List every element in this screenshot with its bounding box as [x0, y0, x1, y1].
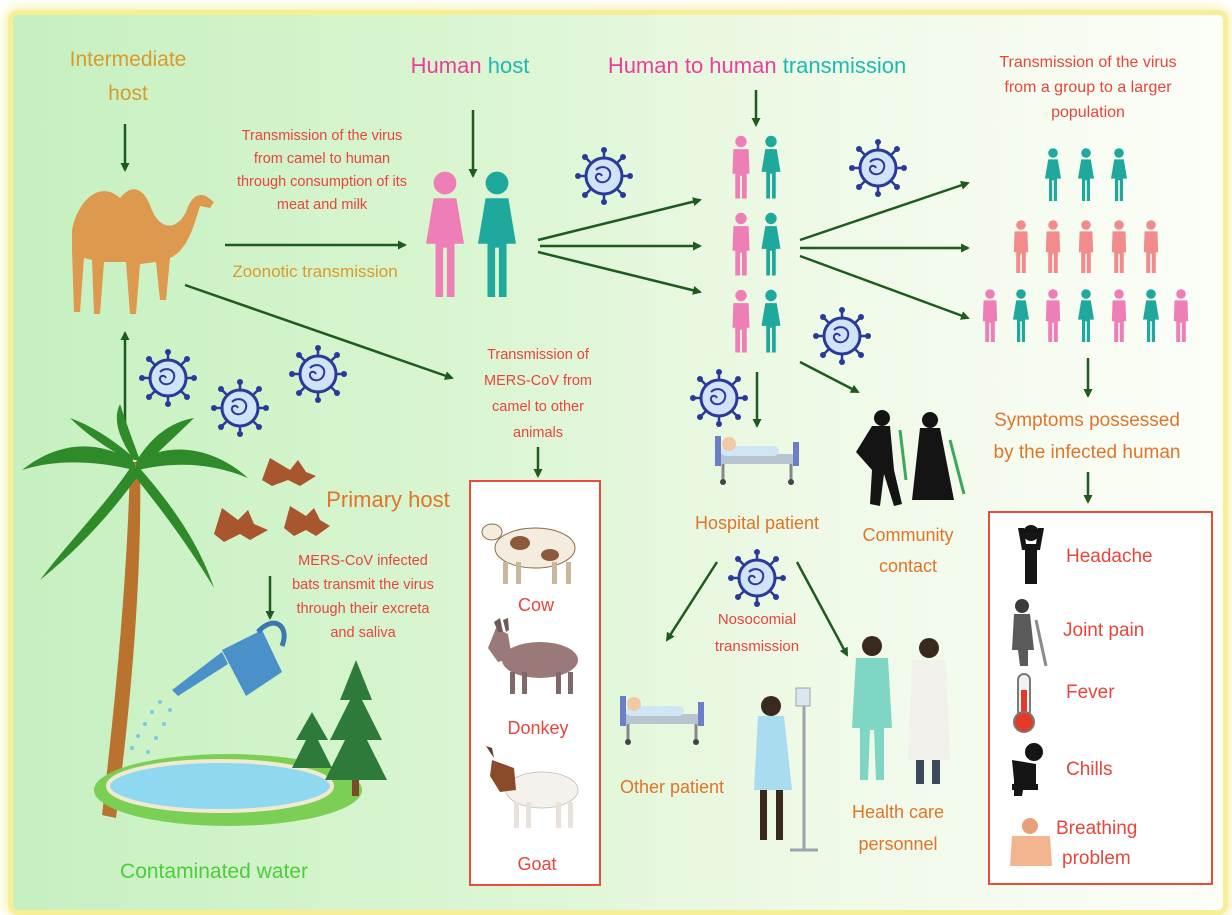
virus-icon-2 [849, 139, 907, 197]
other-patient-bed-icon [620, 696, 704, 745]
svg-text:from a group to a larger: from a group to a larger [1004, 79, 1172, 96]
other-patient-label: Other patient [620, 777, 724, 797]
group-pair-3 [732, 290, 780, 353]
nosocomial-text: Nosocomial transmission [715, 611, 799, 655]
virus-icon-7 [690, 369, 748, 427]
contaminated-water-label: Contaminated water [120, 860, 308, 883]
animal-label-cow: Cow [518, 595, 555, 615]
community-contact-label: Community [862, 525, 953, 545]
svg-text:through consumption of its: through consumption of its [237, 174, 407, 190]
arrow-to-community [800, 362, 858, 392]
pyramid-row-1 [1045, 148, 1127, 201]
zoonotic-label: Zoonotic transmission [232, 262, 397, 281]
fever-thermometer-icon [1014, 674, 1034, 732]
svg-text:MERS-CoV infected: MERS-CoV infected [298, 553, 428, 569]
svg-text:animals: animals [513, 425, 563, 441]
virus-icon-6 [211, 379, 269, 437]
svg-text:through their excreta: through their excreta [297, 601, 431, 617]
virus-icon-1 [575, 147, 633, 205]
health-care-personnel-icon [852, 636, 950, 784]
arrow-human-to-group-bot [538, 252, 700, 292]
patient-with-drip-icon [754, 688, 818, 850]
virus-icon-8 [728, 549, 786, 607]
human-host-female-icon [426, 172, 464, 297]
symptoms-title: Symptoms possessed by the infected human [994, 410, 1181, 463]
human-group [732, 136, 780, 353]
arrow-human-to-group-top [538, 200, 700, 240]
primary-host-label: Primary host [326, 487, 449, 512]
watering-can-icon [130, 623, 284, 754]
camel-to-human-text: Transmission of the virus from camel to … [237, 128, 407, 213]
svg-text:Symptoms possessed: Symptoms possessed [994, 410, 1180, 431]
pyramid-row-3 [983, 289, 1188, 342]
symptom-joint-pain: Joint pain [1063, 620, 1144, 641]
svg-text:from camel to human: from camel to human [254, 151, 390, 167]
group-pair-2 [732, 213, 780, 276]
svg-text:by the infected human: by the infected human [994, 442, 1181, 463]
pyramid-row-2 [1014, 220, 1158, 273]
population-pyramid [983, 148, 1188, 342]
h2h-title: Human to human transmission [608, 53, 906, 78]
animal-label-goat: Goat [517, 854, 556, 874]
health-care-label-2: personnel [858, 834, 937, 854]
group-pair-1 [732, 136, 780, 199]
health-care-label: Health care [852, 802, 944, 822]
svg-text:population: population [1051, 104, 1125, 121]
hospital-patient-label: Hospital patient [695, 513, 819, 533]
virus-icon-3 [813, 307, 871, 365]
arrow-group-to-pop-top [800, 183, 968, 240]
virus-icon-5 [289, 345, 347, 403]
human-host-couple [426, 172, 516, 297]
symptom-headache: Headache [1066, 546, 1153, 567]
larger-population-text: Transmission of the virus from a group t… [999, 54, 1176, 121]
svg-text:Transmission of the virus: Transmission of the virus [242, 128, 403, 144]
human-host-male-icon [478, 172, 516, 297]
intermediate-host-label-2: host [108, 82, 148, 105]
symptom-fever: Fever [1066, 682, 1115, 703]
svg-text:and saliva: and saliva [330, 625, 396, 641]
hospital-bed-icon [715, 436, 799, 485]
arrow-to-healthcare [797, 562, 847, 655]
svg-text:transmission: transmission [715, 638, 799, 655]
svg-text:MERS-CoV from: MERS-CoV from [484, 373, 592, 389]
animal-label-donkey: Donkey [507, 718, 568, 738]
camel-illustration [72, 189, 214, 314]
svg-text:camel to other: camel to other [492, 399, 584, 415]
intermediate-host-label: Intermediate [70, 48, 187, 71]
arrow-group-to-pop-bot [800, 256, 968, 318]
symptom-breathing: Breathing [1056, 818, 1137, 839]
camel-to-animals-text: Transmission of MERS-CoV from camel to o… [484, 347, 592, 441]
symptom-breathing-2: problem [1062, 848, 1131, 869]
symptom-chills: Chills [1066, 759, 1112, 780]
bats-text: MERS-CoV infected bats transmit the viru… [292, 553, 434, 641]
community-contact-label-2: contact [879, 556, 937, 576]
svg-text:bats transmit the virus: bats transmit the virus [292, 577, 434, 593]
human-host-title: Human host [411, 53, 530, 78]
svg-text:Nosocomial: Nosocomial [718, 611, 796, 628]
svg-text:Transmission of the virus: Transmission of the virus [999, 54, 1176, 71]
virus-icon-4 [139, 349, 197, 407]
svg-text:Transmission of: Transmission of [487, 347, 590, 363]
community-contact-icon [856, 410, 964, 506]
svg-text:meat and milk: meat and milk [277, 197, 368, 213]
arrow-to-other-patient [667, 562, 717, 640]
